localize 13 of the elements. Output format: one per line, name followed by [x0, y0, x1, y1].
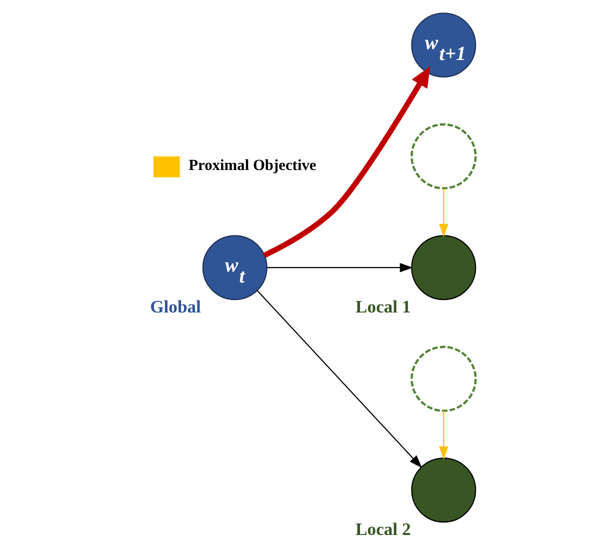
node-circle — [410, 346, 476, 412]
node-circle — [410, 123, 476, 190]
arrow — [262, 66, 430, 258]
arrow — [438, 188, 448, 238]
arrow — [266, 262, 413, 272]
node-label: Global — [150, 296, 200, 317]
legend-label: Proximal Objective — [188, 156, 316, 174]
node-circle — [410, 458, 476, 523]
arrow — [256, 290, 422, 468]
arrow — [438, 410, 448, 460]
node-circle — [410, 235, 476, 300]
node-label: Local 2 — [355, 519, 410, 540]
node-label: Local 1 — [355, 296, 410, 317]
